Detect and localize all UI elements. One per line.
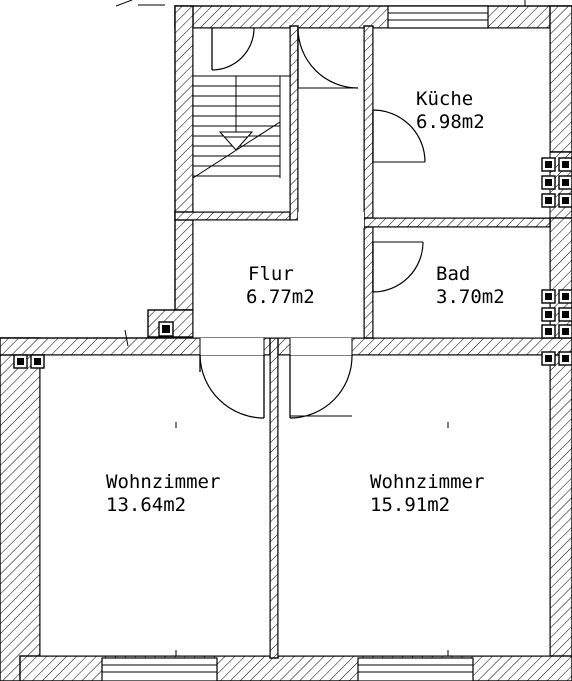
vent-living-left: [13, 354, 45, 369]
door-bath-arc: [372, 241, 424, 293]
door-entrance-arc: [297, 27, 359, 89]
room-area-wohnzimmer-left: 13.64m2: [106, 494, 186, 516]
vent-living-right: [541, 351, 572, 366]
room-area-wohnzimmer-right: 15.91m2: [370, 494, 450, 516]
room-area-flur: 6.77m2: [246, 286, 315, 308]
wall-top: [174, 5, 572, 29]
wall-kitchen-bottom: [363, 217, 551, 228]
wall-stair-right: [289, 25, 299, 221]
door-stair-arc: [211, 27, 255, 71]
wall-flur-left: [174, 213, 194, 311]
wall-right-living: [549, 343, 572, 681]
room-area-bad: 3.70m2: [436, 286, 505, 308]
wall-right-kitchen: [549, 5, 572, 153]
wall-living-top: [0, 337, 572, 356]
room-name-kueche: Küche: [416, 88, 473, 110]
vent-blocks: [13, 157, 572, 369]
exterior-walls: [0, 5, 572, 681]
vent-kitchen-group: [541, 157, 572, 208]
vent-flur: [158, 321, 174, 337]
wall-stair-left: [174, 5, 194, 215]
misc-marks: [115, 0, 526, 656]
door-living-right-arc: [289, 354, 353, 419]
window-living-left: [101, 657, 218, 681]
door-living-left-arc: [199, 354, 265, 419]
door-kitchen-arc: [372, 109, 426, 163]
vent-bath-group: [541, 289, 572, 339]
window-kitchen: [387, 5, 489, 29]
wall-stair-bottom: [174, 211, 294, 221]
wall-living-divider: [269, 337, 279, 659]
room-interiors: [39, 27, 551, 657]
room-name-bad: Bad: [436, 263, 470, 285]
room-name-wohnzimmer-right: Wohnzimmer: [370, 471, 484, 493]
room-name-flur: Flur: [248, 263, 294, 285]
room-area-kueche: 6.98m2: [416, 111, 485, 133]
wall-corridor-right: [363, 25, 374, 339]
doors: [199, 27, 426, 419]
windows: [101, 5, 489, 681]
room-name-wohnzimmer-left: Wohnzimmer: [106, 471, 220, 493]
room-labels: Küche 6.98m2 Flur 6.77m2 Bad 3.70m2 Wohn…: [106, 88, 505, 516]
wall-left-living: [0, 337, 41, 681]
window-living-right: [357, 657, 474, 681]
staircase: [192, 75, 290, 179]
